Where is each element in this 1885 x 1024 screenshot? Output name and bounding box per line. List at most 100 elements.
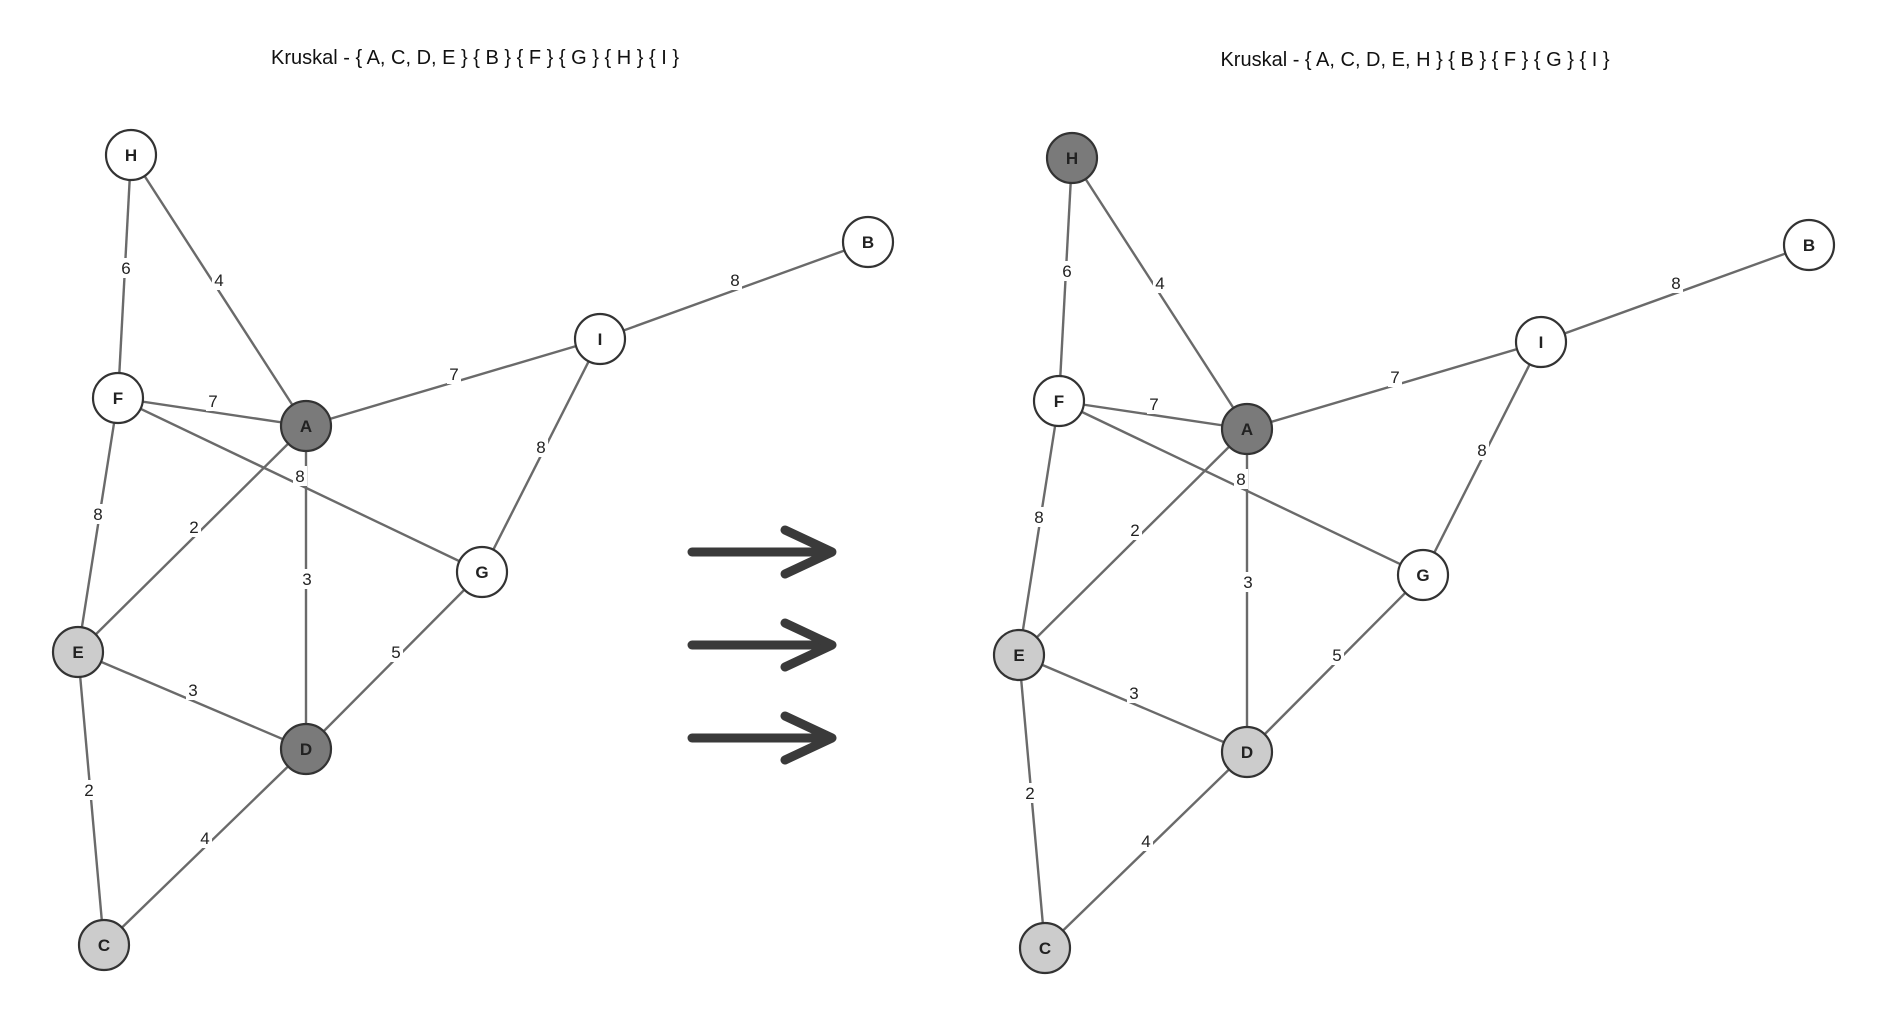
edge-weight-f-g: 8 bbox=[295, 467, 304, 486]
node-label-g: G bbox=[475, 563, 488, 582]
node-h: H bbox=[1045, 131, 1099, 185]
right-arrow-icon bbox=[687, 525, 837, 579]
edge-weight-e-d: 3 bbox=[1129, 684, 1138, 703]
right-arrow-icon bbox=[687, 618, 837, 672]
edge-weight-f-e: 8 bbox=[93, 505, 102, 524]
node-circle-e bbox=[51, 625, 105, 679]
node-label-b: B bbox=[1803, 236, 1815, 255]
node-label-f: F bbox=[113, 389, 123, 408]
edge-weight-backdrop bbox=[91, 504, 105, 524]
node-label-i: I bbox=[598, 330, 603, 349]
edge-weight-backdrop bbox=[1139, 831, 1153, 851]
node-circle-e bbox=[992, 628, 1046, 682]
node-e: E bbox=[992, 628, 1046, 682]
node-d: D bbox=[279, 722, 333, 776]
edge-weight-f-a: 7 bbox=[1149, 395, 1158, 414]
transition-arrows bbox=[687, 525, 837, 765]
arrow-head bbox=[780, 618, 837, 672]
node-circle-i bbox=[573, 312, 627, 366]
arrow-head bbox=[780, 711, 837, 765]
node-label-a: A bbox=[300, 417, 312, 436]
edge-weight-backdrop bbox=[1475, 440, 1489, 460]
edge-weight-backdrop bbox=[212, 270, 226, 290]
node-circle-f bbox=[1032, 374, 1086, 428]
edge-weight-backdrop bbox=[198, 828, 212, 848]
node-a: A bbox=[1220, 402, 1274, 456]
edge-i-b bbox=[599, 240, 869, 341]
edge-weight-backdrop bbox=[1060, 261, 1074, 281]
edge-weight-backdrop bbox=[1153, 273, 1167, 293]
node-label-e: E bbox=[72, 643, 83, 662]
node-circle-f bbox=[91, 371, 145, 425]
node-label-i: I bbox=[1539, 333, 1544, 352]
edge-weight-f-e: 8 bbox=[1034, 508, 1043, 527]
node-a: A bbox=[279, 399, 333, 453]
node-f: F bbox=[91, 371, 145, 425]
node-circle-a bbox=[1220, 402, 1274, 456]
edge-weight-i-g: 8 bbox=[536, 438, 545, 457]
node-f: F bbox=[1032, 374, 1086, 428]
edge-weight-h-a: 4 bbox=[214, 271, 223, 290]
node-circle-i bbox=[1514, 315, 1568, 369]
node-label-c: C bbox=[98, 936, 110, 955]
node-circle-h bbox=[104, 128, 158, 182]
edge-weight-backdrop bbox=[206, 391, 220, 411]
edge-weight-i-b: 8 bbox=[730, 271, 739, 290]
edge-weight-g-d: 5 bbox=[391, 643, 400, 662]
node-g: G bbox=[455, 545, 509, 599]
edge-weight-backdrop bbox=[1234, 469, 1248, 489]
node-circle-g bbox=[455, 545, 509, 599]
edge-weight-e-c: 2 bbox=[84, 781, 93, 800]
edge-weight-f-g: 8 bbox=[1236, 470, 1245, 489]
edge-weight-i-g: 8 bbox=[1477, 441, 1486, 460]
edge-weight-a-e: 2 bbox=[189, 518, 198, 537]
panel-title-before: Kruskal - { A, C, D, E } { B } { F } { G… bbox=[271, 47, 679, 69]
node-label-e: E bbox=[1013, 646, 1024, 665]
node-b: B bbox=[1782, 218, 1836, 272]
edge-weight-h-a: 4 bbox=[1155, 274, 1164, 293]
edge-weight-backdrop bbox=[187, 517, 201, 537]
node-circle-c bbox=[77, 918, 131, 972]
node-i: I bbox=[1514, 315, 1568, 369]
edge-h-a bbox=[1070, 157, 1249, 430]
edge-weight-backdrop bbox=[293, 466, 307, 486]
node-d: D bbox=[1220, 725, 1274, 779]
node-i: I bbox=[573, 312, 627, 366]
edge-a-e bbox=[1018, 428, 1248, 656]
node-label-f: F bbox=[1054, 392, 1064, 411]
edge-i-b bbox=[1540, 243, 1810, 344]
edge-weight-backdrop bbox=[1241, 572, 1255, 592]
edge-weight-h-f: 6 bbox=[1062, 262, 1071, 281]
edge-weight-e-c: 2 bbox=[1025, 784, 1034, 803]
edge-f-a bbox=[117, 396, 307, 428]
edge-weight-backdrop bbox=[447, 364, 461, 384]
edge-weight-backdrop bbox=[1388, 367, 1402, 387]
edge-weight-i-b: 8 bbox=[1671, 274, 1680, 293]
node-label-g: G bbox=[1416, 566, 1429, 585]
node-label-c: C bbox=[1039, 939, 1051, 958]
node-g: G bbox=[1396, 548, 1450, 602]
edge-weight-backdrop bbox=[1023, 783, 1037, 803]
node-circle-a bbox=[279, 399, 333, 453]
edge-weight-backdrop bbox=[1669, 273, 1683, 293]
graph-panel-before: Kruskal - { A, C, D, E } { B } { F } { G… bbox=[51, 47, 895, 972]
edge-weight-a-d: 3 bbox=[1243, 573, 1252, 592]
edge-e-d bbox=[77, 650, 307, 751]
graph-panel-after: Kruskal - { A, C, D, E, H } { B } { F } … bbox=[992, 49, 1836, 975]
edge-f-e bbox=[76, 397, 120, 653]
edge-weight-h-f: 6 bbox=[121, 259, 130, 278]
edge-weight-backdrop bbox=[186, 680, 200, 700]
node-label-h: H bbox=[1066, 149, 1078, 168]
edge-weight-e-d: 3 bbox=[188, 681, 197, 700]
edge-weight-backdrop bbox=[1128, 520, 1142, 540]
panel-title-after: Kruskal - { A, C, D, E, H } { B } { F } … bbox=[1220, 49, 1609, 71]
node-h: H bbox=[104, 128, 158, 182]
node-e: E bbox=[51, 625, 105, 679]
node-circle-h bbox=[1045, 131, 1099, 185]
edge-weight-backdrop bbox=[82, 780, 96, 800]
node-circle-g bbox=[1396, 548, 1450, 602]
edge-weight-backdrop bbox=[1032, 507, 1046, 527]
edge-weight-a-i: 7 bbox=[1390, 368, 1399, 387]
node-circle-b bbox=[1782, 218, 1836, 272]
node-circle-c bbox=[1018, 921, 1072, 975]
